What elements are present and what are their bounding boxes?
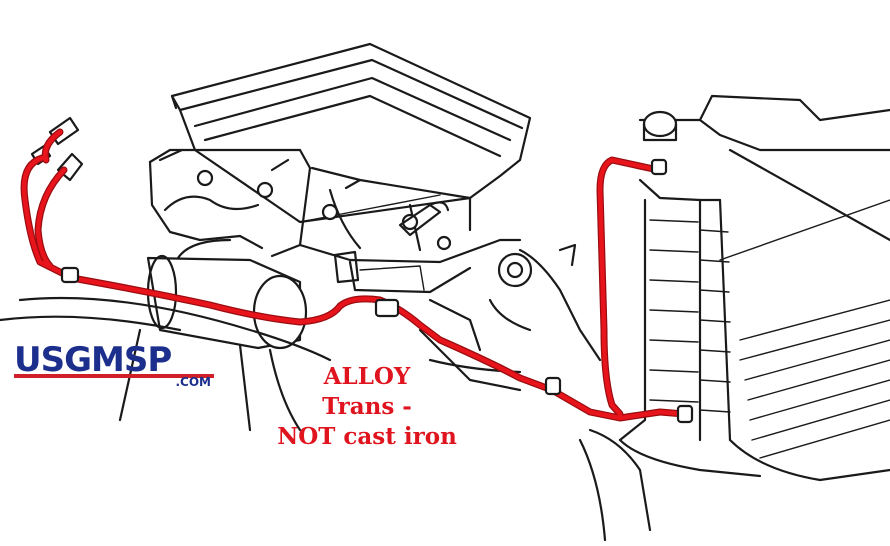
logo-suffix: .COM: [175, 375, 211, 389]
callout-line-1: ALLOY: [323, 363, 411, 390]
frame-lines: [0, 243, 652, 542]
usgmsp-logo: USGMSP .COM: [14, 342, 219, 390]
valve-cover: [170, 42, 532, 232]
line-fittings: [60, 158, 694, 424]
radiator: [618, 94, 890, 482]
callout-line-2: Trans -: [322, 393, 412, 420]
logo-underline: [14, 374, 214, 378]
callout-note: ALLOY Trans - NOT cast iron: [262, 362, 472, 452]
cooler-lines: [20, 128, 688, 422]
left-fittings: [30, 116, 84, 182]
callout-line-3: NOT cast iron: [277, 423, 457, 450]
logo-wordmark: USGMSP: [14, 340, 172, 380]
engine-block: [148, 148, 522, 294]
starter-motor: [146, 238, 308, 350]
